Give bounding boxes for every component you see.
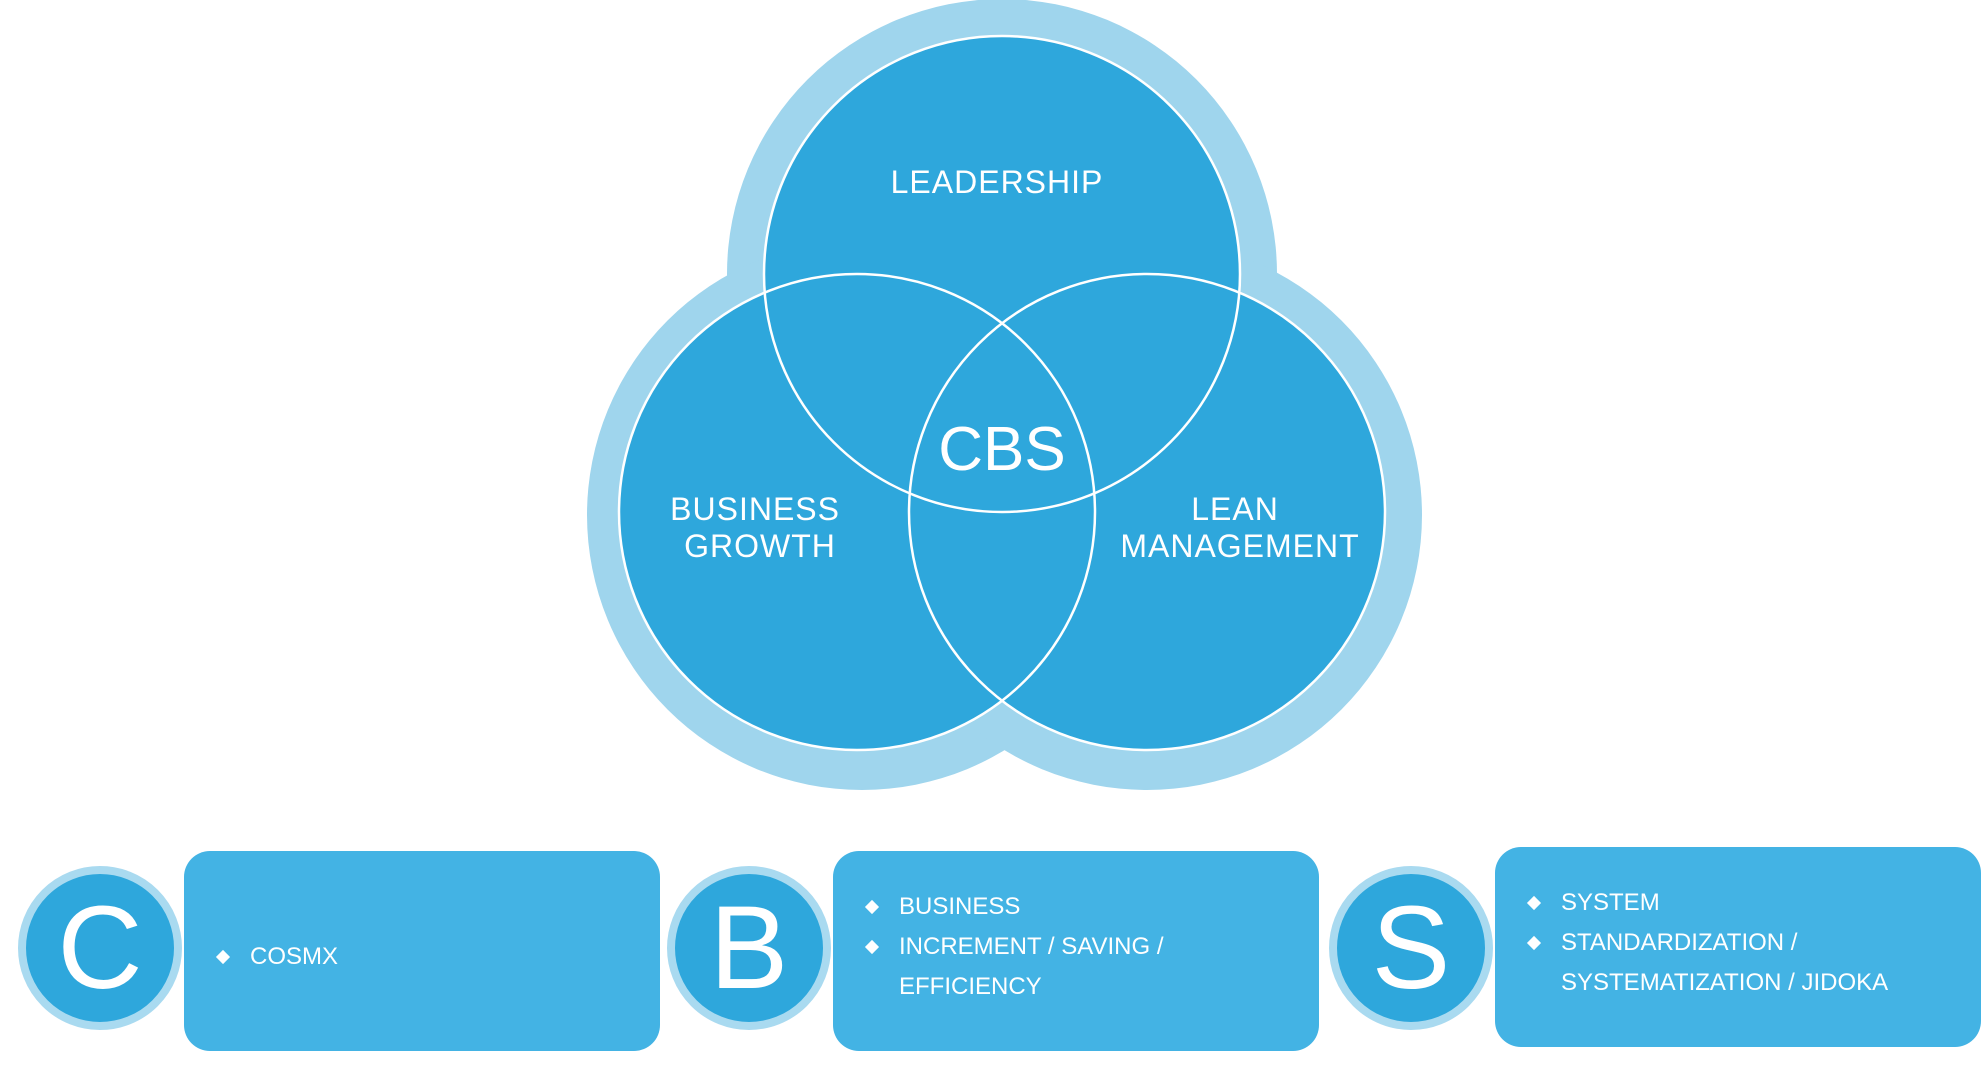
label-lean-management: LEAN MANAGEMENT bbox=[1120, 491, 1359, 564]
list-item-text-continued: EFFICIENCY bbox=[899, 973, 1042, 1000]
panel-b-list: BUSINESS INCREMENT / SAVING / EFFICIENCY bbox=[863, 887, 1289, 1007]
label-leadership: LEADERSHIP bbox=[891, 164, 1104, 200]
badge-letter: B bbox=[709, 882, 789, 1014]
list-item: SYSTEM bbox=[1525, 883, 1951, 923]
venn-circles bbox=[619, 36, 1385, 750]
outline-right bbox=[907, 272, 1387, 752]
list-item-text: SYSTEM bbox=[1561, 889, 1660, 916]
badge-b: B bbox=[667, 866, 831, 1030]
outline-left bbox=[617, 272, 1097, 752]
list-item-text-continued: SYSTEMATIZATION / JIDOKA bbox=[1561, 969, 1889, 996]
list-item: COSMX bbox=[214, 937, 630, 977]
venn-diagram: LEADERSHIP BUSINESS GROWTH LEAN MANAGEME… bbox=[587, 0, 1422, 790]
center-label-cbs: CBS bbox=[938, 415, 1065, 484]
panel-s-box: SYSTEM STANDARDIZATION / SYSTEMATIZATION… bbox=[1495, 847, 1981, 1047]
diamond-bullet-icon bbox=[215, 949, 231, 965]
list-item-text: COSMX bbox=[250, 943, 339, 970]
panel-b-box: BUSINESS INCREMENT / SAVING / EFFICIENCY bbox=[833, 851, 1319, 1051]
badge-c: C bbox=[18, 866, 182, 1030]
outline-top bbox=[762, 34, 1242, 514]
list-item-text: STANDARDIZATION / bbox=[1561, 929, 1798, 956]
badge-s: S bbox=[1329, 866, 1493, 1030]
badge-letter: S bbox=[1371, 882, 1451, 1014]
label-business-growth: BUSINESS GROWTH bbox=[670, 491, 850, 564]
list-item-text: BUSINESS bbox=[899, 893, 1021, 920]
diamond-bullet-icon bbox=[864, 939, 880, 955]
diamond-bullet-icon bbox=[1526, 935, 1542, 951]
list-item: INCREMENT / SAVING / EFFICIENCY bbox=[863, 927, 1289, 1007]
panel-c-box: COSMX bbox=[184, 851, 660, 1051]
panel-s-list: SYSTEM STANDARDIZATION / SYSTEMATIZATION… bbox=[1525, 883, 1951, 1003]
venn-outlines bbox=[617, 34, 1387, 752]
circle-right bbox=[909, 274, 1385, 750]
diamond-bullet-icon bbox=[864, 899, 880, 915]
list-item: STANDARDIZATION / SYSTEMATIZATION / JIDO… bbox=[1525, 923, 1951, 1003]
diamond-bullet-icon bbox=[1526, 895, 1542, 911]
panel-c-list: COSMX bbox=[214, 937, 630, 977]
list-item: BUSINESS bbox=[863, 887, 1289, 927]
list-item-text: INCREMENT / SAVING / bbox=[899, 933, 1164, 960]
badge-letter: C bbox=[57, 882, 143, 1014]
